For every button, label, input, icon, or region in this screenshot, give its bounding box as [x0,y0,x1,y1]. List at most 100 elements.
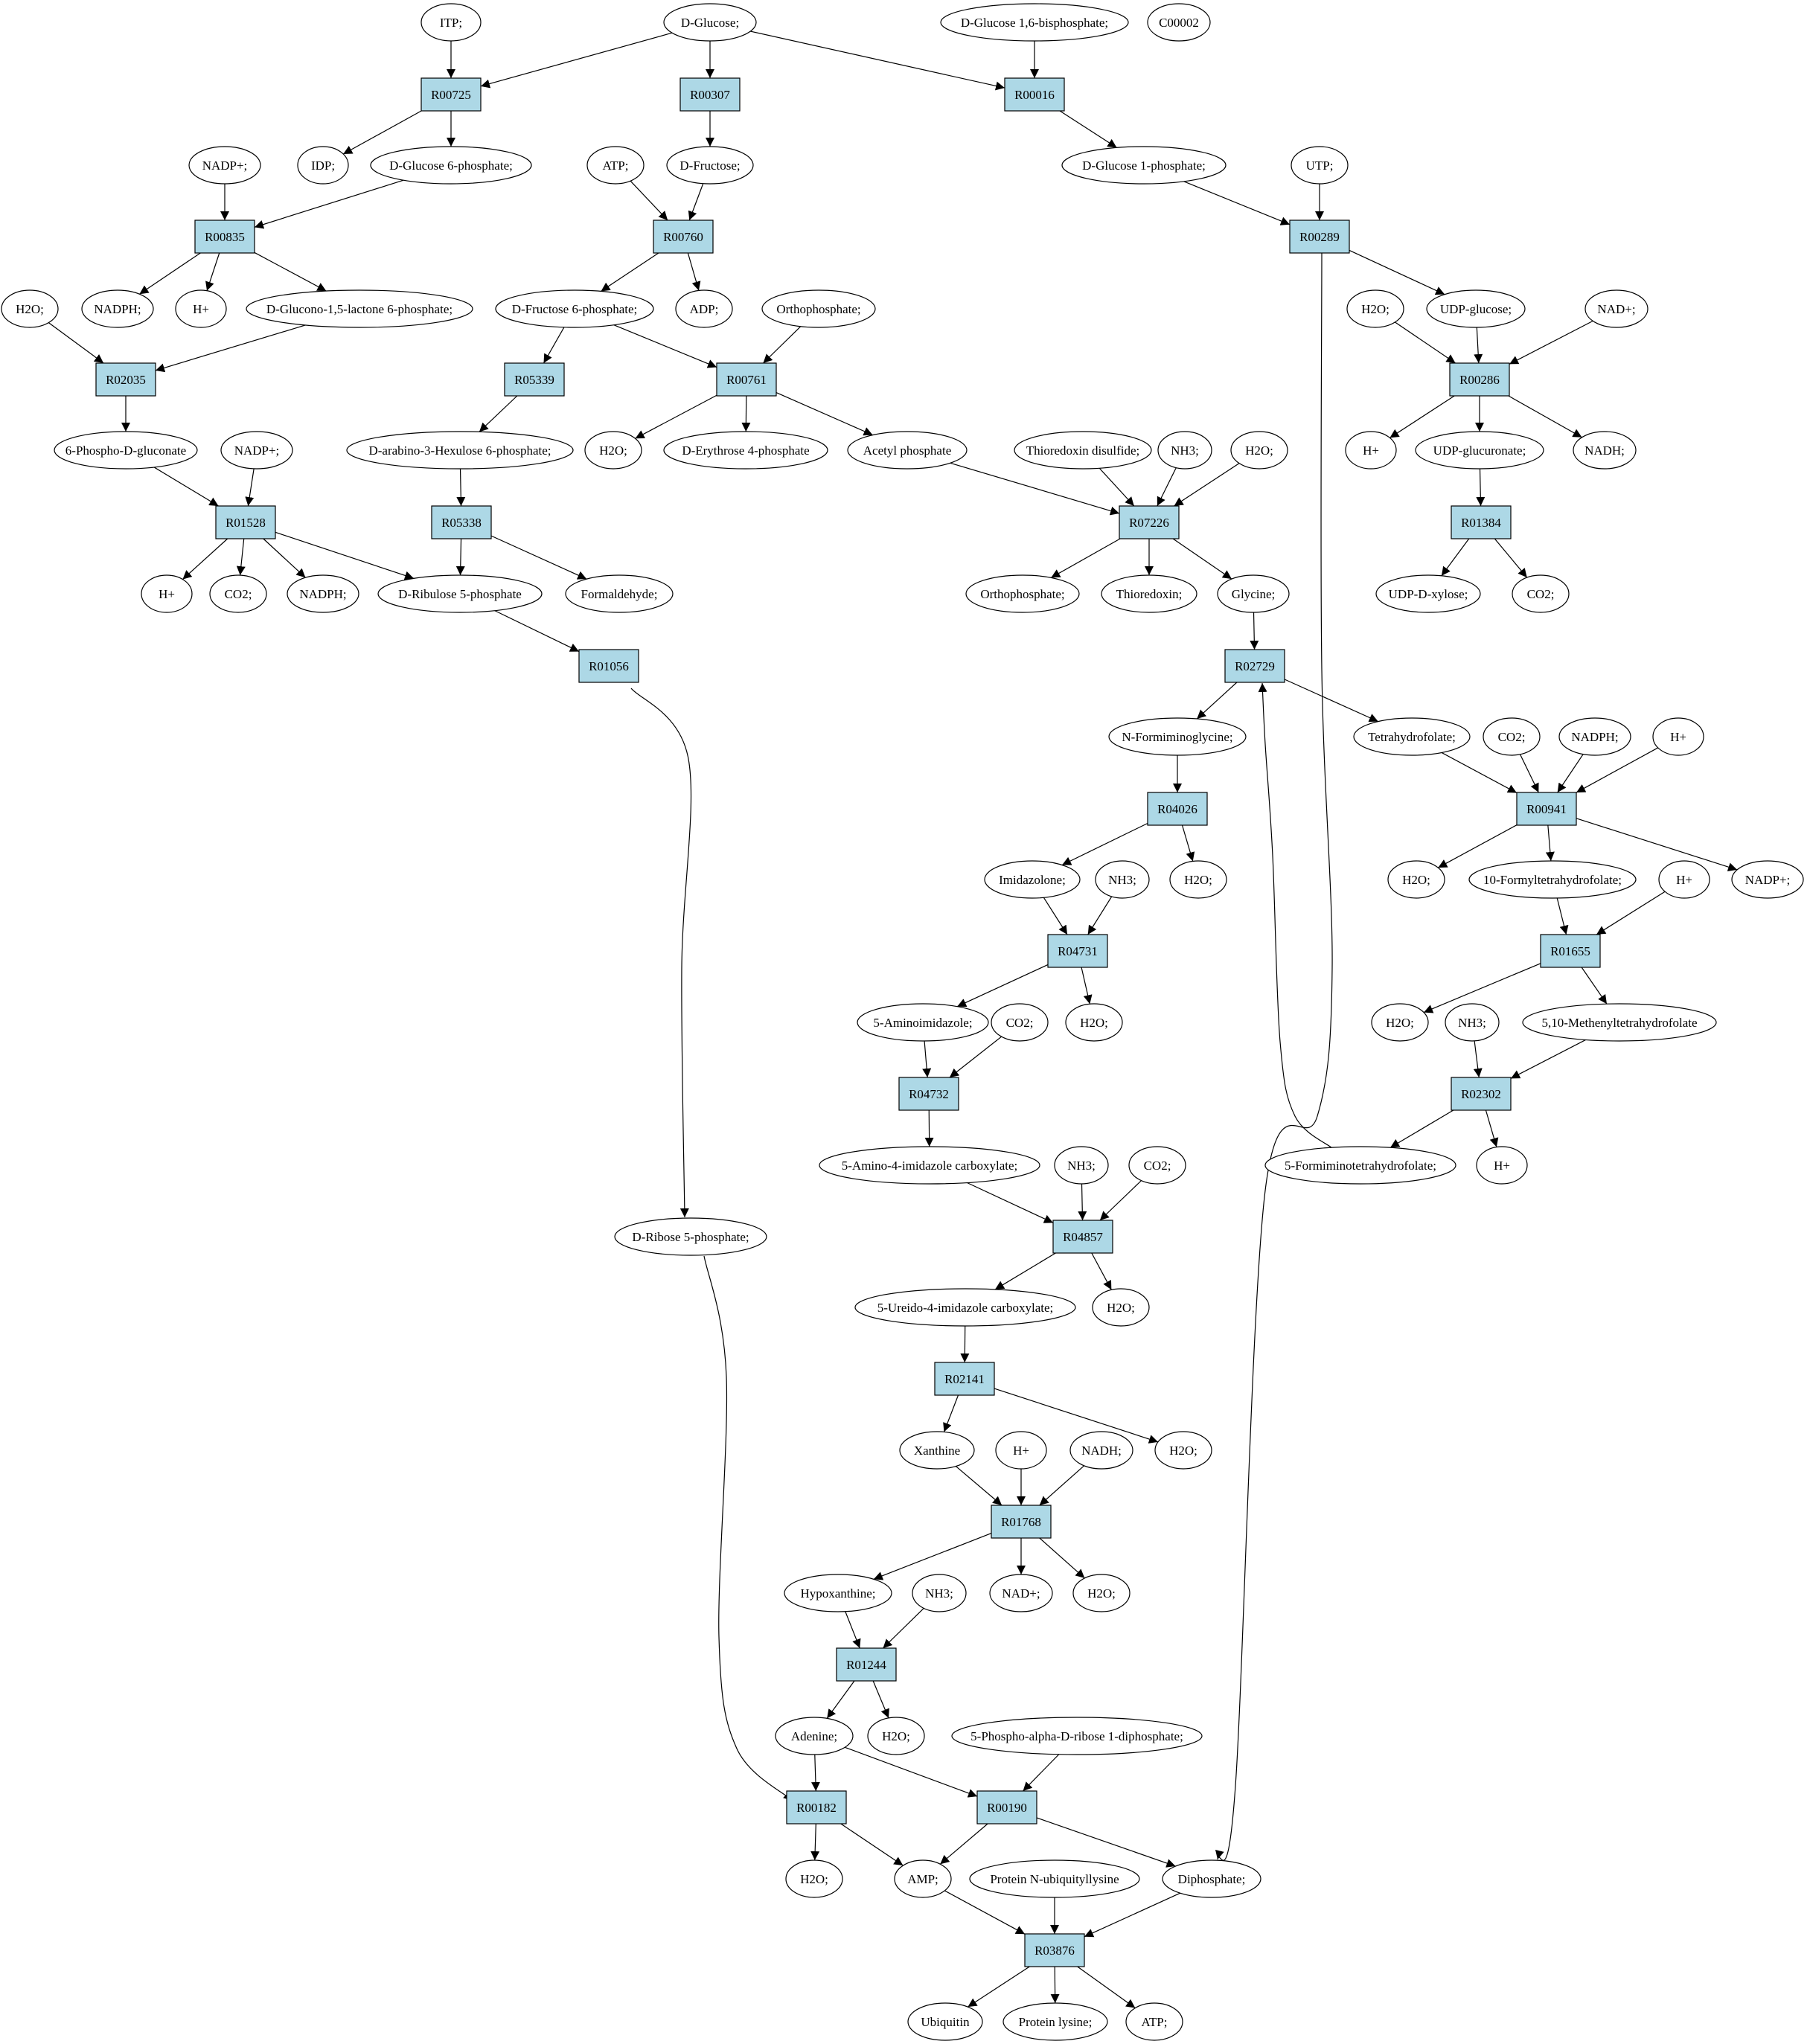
compound-node-nadph3[interactable]: NADPH; [1558,717,1631,756]
compound-node-nadph2[interactable]: NADPH; [287,574,359,613]
compound-node-aimz[interactable]: 5-Aminoimidazole; [857,1003,989,1042]
compound-node-ppi[interactable]: Diphosphate; [1162,1859,1261,1898]
compound-node-udpxyl[interactable]: UDP-D-xylose; [1375,574,1481,613]
reaction-node-R00307[interactable]: R00307 [679,77,741,112]
compound-node-g1p[interactable]: D-Glucose 1-phosphate; [1061,146,1227,185]
compound-node-h2o11[interactable]: H2O; [1072,1574,1131,1612]
compound-node-nh3e[interactable]: NH3; [912,1574,967,1612]
compound-node-h2o8[interactable]: H2O; [1371,1003,1429,1042]
compound-node-hypx[interactable]: Hypoxanthine; [784,1574,892,1612]
reaction-node-R01528[interactable]: R01528 [215,505,276,539]
compound-node-h2o10[interactable]: H2O; [1154,1431,1212,1470]
compound-node-nadp2[interactable]: NADP+; [220,431,293,470]
compound-node-g6p[interactable]: D-Glucose 6-phosphate; [370,146,532,185]
compound-node-h2o4[interactable]: H2O; [1230,431,1288,470]
compound-node-nadh2[interactable]: NADH; [1069,1431,1133,1470]
compound-node-acp[interactable]: Acetyl phosphate [847,431,968,470]
compound-node-h2o3[interactable]: H2O; [584,431,642,470]
compound-node-hcho[interactable]: Formaldehyde; [565,574,674,613]
compound-node-udpgla[interactable]: UDP-glucuronate; [1415,431,1544,470]
compound-node-hp6[interactable]: H+ [1476,1146,1528,1185]
compound-node-pi1[interactable]: Orthophosphate; [761,289,876,328]
compound-node-co2b[interactable]: CO2; [1512,574,1570,613]
reaction-node-R00725[interactable]: R00725 [420,77,482,112]
reaction-node-R01056[interactable]: R01056 [578,649,639,683]
compound-node-nadp3[interactable]: NADP+; [1731,860,1804,899]
compound-node-nad2[interactable]: NAD+; [989,1574,1053,1612]
compound-node-atp1[interactable]: ATP; [586,146,645,185]
compound-node-imz[interactable]: Imidazolone; [984,860,1081,899]
compound-node-idp[interactable]: IDP; [297,146,349,185]
compound-node-dglc[interactable]: D-Glucose; [663,3,757,42]
compound-node-r5p[interactable]: D-Ribose 5-phosphate; [614,1217,767,1256]
compound-node-hp3[interactable]: H+ [141,574,193,613]
reaction-node-R05339[interactable]: R05339 [504,362,565,397]
compound-node-aica[interactable]: 5-Amino-4-imidazole carboxylate; [819,1146,1040,1185]
compound-node-g16bp[interactable]: D-Glucose 1,6-bisphosphate; [940,3,1129,42]
compound-node-h2o9[interactable]: H2O; [1092,1288,1150,1327]
compound-node-pi2[interactable]: Orthophosphate; [965,574,1080,613]
compound-node-nadph1[interactable]: NADPH; [81,289,154,328]
compound-node-h2o13[interactable]: H2O; [785,1859,843,1898]
compound-node-itp[interactable]: ITP; [420,3,482,42]
compound-node-hp7[interactable]: H+ [995,1431,1047,1470]
reaction-node-R02729[interactable]: R02729 [1224,649,1285,683]
compound-node-co2a[interactable]: CO2; [209,574,267,613]
compound-node-nad1[interactable]: NAD+; [1584,289,1648,328]
compound-node-ubq[interactable]: Ubiquitin [907,2002,983,2041]
compound-node-atp2[interactable]: ATP; [1125,2002,1183,2041]
compound-node-gly[interactable]: Glycine; [1217,574,1290,613]
compound-node-xan[interactable]: Xanthine [899,1431,975,1470]
reaction-node-R02141[interactable]: R02141 [934,1362,995,1396]
compound-node-uica[interactable]: 5-Ureido-4-imidazole carboxylate; [854,1288,1076,1327]
compound-node-udpglc[interactable]: UDP-glucose; [1426,289,1526,328]
compound-node-nadh1[interactable]: NADH; [1573,431,1637,470]
compound-node-h2o7[interactable]: H2O; [1065,1003,1123,1042]
compound-node-thiods[interactable]: Thioredoxin disulfide; [1014,431,1152,470]
reaction-node-R00760[interactable]: R00760 [653,220,714,254]
compound-node-h2o5[interactable]: H2O; [1169,860,1227,899]
reaction-node-R04732[interactable]: R04732 [898,1077,959,1111]
reaction-node-R00190[interactable]: R00190 [976,1790,1037,1824]
reaction-node-R01384[interactable]: R01384 [1451,505,1512,539]
compound-node-pgluc[interactable]: 6-Phospho-D-gluconate [54,431,198,470]
compound-node-h2o2[interactable]: H2O; [1346,289,1404,328]
compound-node-nfgly[interactable]: N-Formiminoglycine; [1108,717,1247,756]
compound-node-nh3c[interactable]: NH3; [1445,1003,1500,1042]
compound-node-h2o12[interactable]: H2O; [867,1717,925,1755]
compound-node-c00002[interactable]: C00002 [1147,3,1211,42]
compound-node-plys[interactable]: Protein lysine; [1002,2002,1108,2041]
compound-node-f6p[interactable]: D-Fructose 6-phosphate; [495,289,654,328]
reaction-node-R00016[interactable]: R00016 [1004,77,1065,112]
compound-node-ah6p[interactable]: D-arabino-3-Hexulose 6-phosphate; [346,431,574,470]
compound-node-fthf[interactable]: 10-Formyltetrahydrofolate; [1468,860,1637,899]
reaction-node-R02302[interactable]: R02302 [1451,1077,1512,1111]
compound-node-utp[interactable]: UTP; [1291,146,1349,185]
reaction-node-R04731[interactable]: R04731 [1047,934,1108,968]
compound-node-nadp1[interactable]: NADP+; [188,146,261,185]
compound-node-hp2[interactable]: H+ [1345,431,1397,470]
reaction-node-R00182[interactable]: R00182 [786,1790,847,1824]
compound-node-co2c[interactable]: CO2; [1483,717,1541,756]
reaction-node-R01768[interactable]: R01768 [991,1505,1052,1539]
compound-node-hp5[interactable]: H+ [1658,860,1710,899]
compound-node-dfru[interactable]: D-Fructose; [666,146,754,185]
compound-node-nh3a[interactable]: NH3; [1157,431,1212,470]
reaction-node-R00835[interactable]: R00835 [194,220,255,254]
compound-node-fithf[interactable]: 5-Formiminotetrahydrofolate; [1264,1146,1456,1185]
reaction-node-R05338[interactable]: R05338 [431,505,492,539]
compound-node-adp[interactable]: ADP; [675,289,733,328]
compound-node-ru5p[interactable]: D-Ribulose 5-phosphate [377,574,543,613]
compound-node-co2e[interactable]: CO2; [1128,1146,1186,1185]
compound-node-mthf[interactable]: 5,10-Methenyltetrahydrofolate [1522,1003,1717,1042]
compound-node-nh3d[interactable]: NH3; [1054,1146,1109,1185]
reaction-node-R03876[interactable]: R03876 [1024,1933,1085,1967]
compound-node-glac[interactable]: D-Glucono-1,5-lactone 6-phosphate; [246,289,473,328]
compound-node-thio[interactable]: Thioredoxin; [1101,574,1197,613]
compound-node-ade[interactable]: Adenine; [775,1717,854,1755]
reaction-node-R04026[interactable]: R04026 [1147,792,1208,826]
compound-node-hp1[interactable]: H+ [175,289,227,328]
reaction-node-R07226[interactable]: R07226 [1119,505,1180,539]
compound-node-hp4[interactable]: H+ [1652,717,1704,756]
reaction-node-R00941[interactable]: R00941 [1516,792,1577,826]
